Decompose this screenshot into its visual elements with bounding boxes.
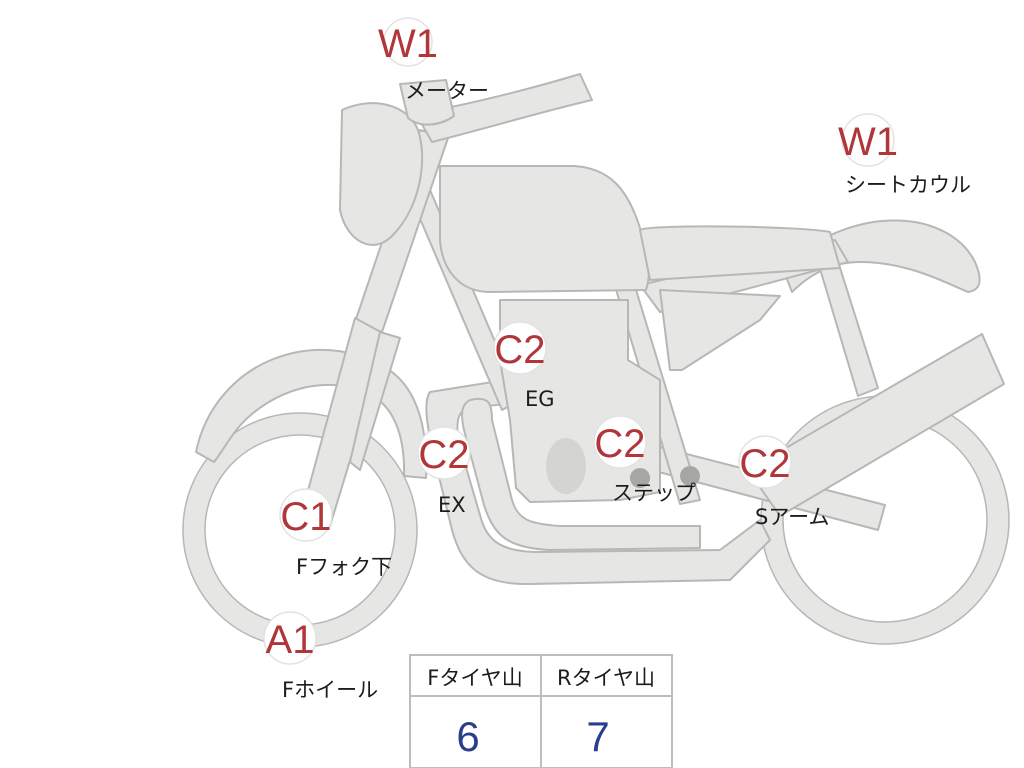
label-meter: メーター xyxy=(405,79,489,103)
part-marker-front-fork-lower: C1 Fフォク下 xyxy=(279,488,392,579)
part-marker-step: C2 ステップ xyxy=(593,415,696,505)
label-front-fork-lower: Fフォク下 xyxy=(296,555,392,579)
headlight xyxy=(339,102,424,246)
grade-front-fork-lower: C1 xyxy=(280,495,331,539)
part-marker-exhaust: C2 EX xyxy=(417,426,471,517)
tire-tread-table: Fタイヤ山 Rタイヤ山 6 7 xyxy=(409,654,673,768)
label-front-wheel: Fホイール xyxy=(282,678,378,702)
fuel-tank xyxy=(439,165,650,293)
grade-meter: W1 xyxy=(378,22,438,66)
grade-engine: C2 xyxy=(494,328,545,372)
part-marker-swing-arm: C2 Sアーム xyxy=(738,435,829,529)
grade-swing-arm: C2 xyxy=(739,442,790,486)
part-marker-engine: C2 EG xyxy=(493,321,555,411)
part-marker-seat-cowl: W1 シートカウル xyxy=(838,113,971,197)
part-marker-front-wheel: A1 Fホイール xyxy=(263,611,378,702)
label-exhaust: EX xyxy=(438,493,466,517)
grade-seat-cowl: W1 xyxy=(838,120,898,164)
table-header-front-tire: Fタイヤ山 xyxy=(427,666,522,690)
handlebar xyxy=(415,73,593,143)
grade-front-wheel: A1 xyxy=(266,618,315,662)
label-swing-arm: Sアーム xyxy=(755,505,829,529)
part-marker-meter: W1 メーター xyxy=(378,17,489,103)
label-seat-cowl: シートカウル xyxy=(845,173,971,197)
table-value-front-tire: 6 xyxy=(456,713,479,760)
label-step: ステップ xyxy=(612,481,696,505)
table-value-rear-tire: 7 xyxy=(586,713,609,760)
muffler xyxy=(747,333,1005,517)
label-engine: EG xyxy=(525,387,555,411)
seat xyxy=(639,225,841,281)
meter-body xyxy=(399,79,455,126)
side-cover xyxy=(659,289,781,371)
grade-exhaust: C2 xyxy=(418,433,469,477)
table-header-rear-tire: Rタイヤ山 xyxy=(557,666,655,690)
grade-step: C2 xyxy=(594,422,645,466)
